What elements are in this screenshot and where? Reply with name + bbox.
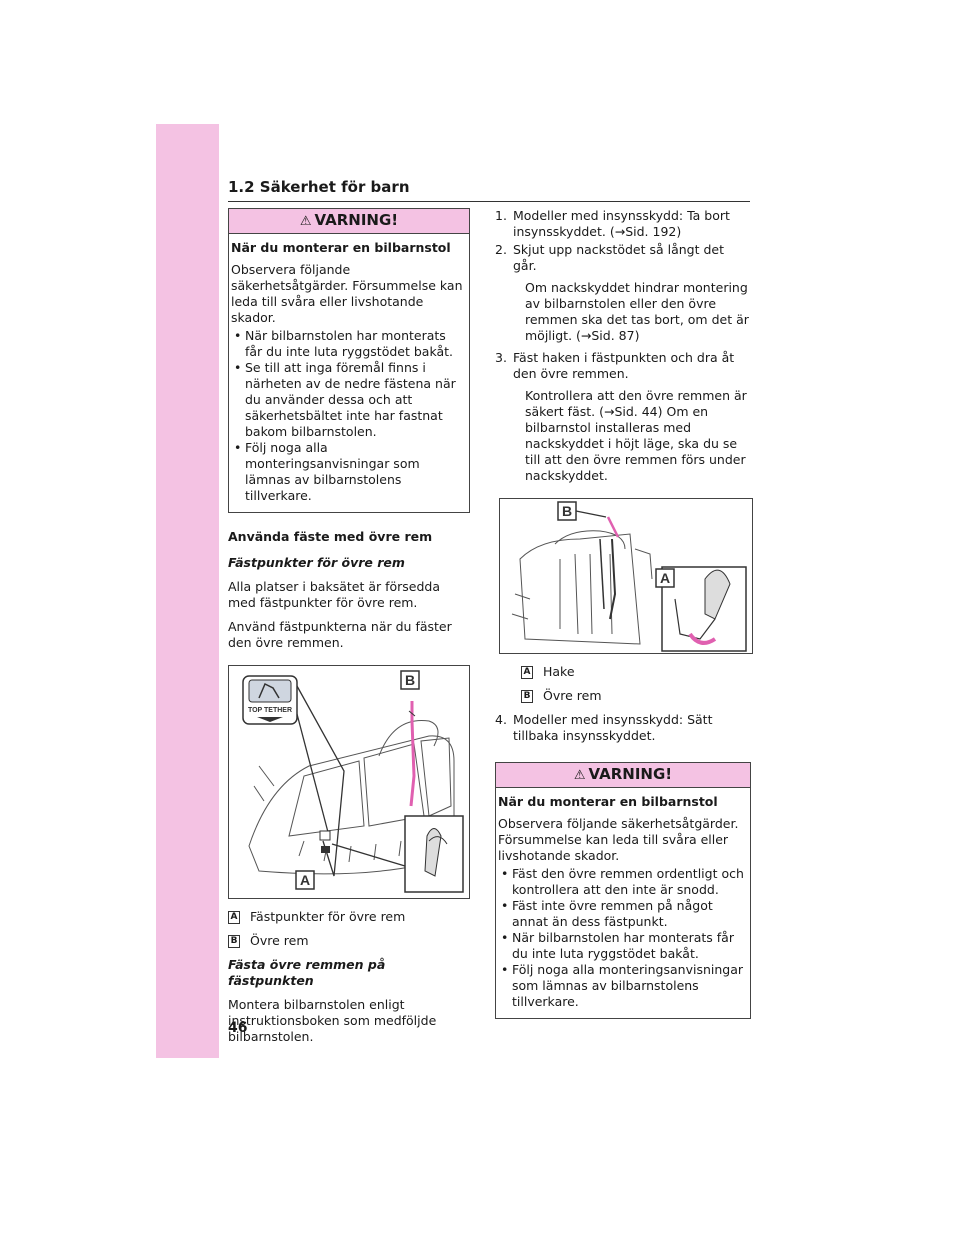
top-tether-icon-label: TOP TETHER bbox=[248, 707, 292, 714]
step-text: Skjut upp nackstödet så långt det går. bbox=[513, 242, 724, 273]
legend-key: A bbox=[521, 666, 533, 679]
warning-header: ⚠VARNING! bbox=[229, 209, 469, 234]
warning-triangle-icon: ⚠ bbox=[299, 214, 312, 229]
warning-intro: Observera följande säkerhetsåtgärder. Fö… bbox=[231, 262, 463, 325]
paragraph: Använd fästpunkterna när du fäster den ö… bbox=[228, 619, 452, 650]
warning-box-1: ⚠VARNING! När du monterar en bilbarnstol… bbox=[228, 208, 470, 513]
page-side-tab bbox=[156, 124, 219, 1058]
warning-bullet: Se till att inga föremål finns i närhete… bbox=[231, 360, 463, 440]
warning-title: VARNING! bbox=[588, 765, 673, 783]
warning-body: När du monterar en bilbarnstol Observera… bbox=[229, 234, 469, 512]
figure-label-b: B bbox=[562, 503, 572, 519]
figure-label-a: A bbox=[300, 872, 310, 888]
step-item: 2. Skjut upp nackstödet så långt det går… bbox=[495, 242, 751, 274]
warning-body: När du monterar en bilbarnstol Observera… bbox=[496, 788, 750, 1018]
figure-label-a: A bbox=[660, 570, 670, 586]
step-text: Modeller med insynsskydd: Ta bort insyns… bbox=[513, 208, 730, 239]
paragraph: Alla platser i baksätet är försedda med … bbox=[228, 579, 441, 610]
section-title: 1.2 Säkerhet för barn bbox=[228, 178, 750, 202]
page-number: 46 bbox=[228, 1020, 248, 1036]
warning-bullet: Fäst inte övre remmen på något annat än … bbox=[498, 898, 744, 930]
right-column: 1. Modeller med insynsskydd: Ta bort ins… bbox=[495, 208, 753, 1033]
step-item: 4. Modeller med insynsskydd: Sätt tillba… bbox=[495, 712, 751, 744]
warning-bullet: Fäst den övre remmen ordentligt och kont… bbox=[498, 866, 744, 898]
rear-seat-drawing: TOP TETHER B A bbox=[242, 670, 464, 893]
step-number: 3. bbox=[495, 350, 507, 365]
legend-key: A bbox=[228, 911, 240, 924]
warning-bullets: Fäst den övre remmen ordentligt och kont… bbox=[498, 866, 744, 1010]
warning-title: VARNING! bbox=[314, 211, 399, 229]
legend-item: B Övre rem bbox=[228, 933, 470, 949]
warning-subtitle: När du monterar en bilbarnstol bbox=[231, 240, 451, 255]
legend-key: B bbox=[228, 935, 240, 948]
step-item: 3. Fäst haken i fästpunkten och dra åt d… bbox=[495, 350, 751, 382]
figure-label-b: B bbox=[405, 672, 415, 688]
legend: A Hake B Övre rem bbox=[495, 664, 751, 704]
step-note: Om nackskyddet hindrar montering av bilb… bbox=[525, 280, 749, 343]
legend-item: A Hake bbox=[521, 664, 751, 680]
legend-text: Fästpunkter för övre rem bbox=[250, 909, 406, 924]
heading-top-tether: Använda fäste med övre rem bbox=[228, 529, 433, 544]
step-number: 4. bbox=[495, 712, 507, 727]
warning-bullets: När bilbarnstolen har monterats får du i… bbox=[231, 328, 463, 504]
warning-bullet: När bilbarnstolen har monterats får du i… bbox=[498, 930, 744, 962]
legend-key: B bbox=[521, 690, 533, 703]
warning-box-2: ⚠VARNING! När du monterar en bilbarnstol… bbox=[495, 762, 751, 1019]
step-item: 1. Modeller med insynsskydd: Ta bort ins… bbox=[495, 208, 751, 240]
warning-bullet: Följ noga alla monteringsanvisningar som… bbox=[231, 440, 463, 504]
left-column: ⚠VARNING! När du monterar en bilbarnstol… bbox=[228, 208, 470, 1053]
step-number: 1. bbox=[495, 208, 507, 223]
step-text: Modeller med insynsskydd: Sätt tillbaka … bbox=[513, 712, 713, 743]
legend-item: A Fästpunkter för övre rem bbox=[228, 909, 470, 925]
step-number: 2. bbox=[495, 242, 507, 257]
legend-text: Övre rem bbox=[250, 933, 309, 948]
legend-item: B Övre rem bbox=[521, 688, 751, 704]
subheading-anchor-points: Fästpunkter för övre rem bbox=[228, 555, 405, 570]
warning-bullet: När bilbarnstolen har monterats får du i… bbox=[231, 328, 463, 360]
warning-triangle-icon: ⚠ bbox=[573, 768, 586, 783]
legend-text: Hake bbox=[543, 664, 575, 679]
warning-bullet: Följ noga alla monteringsanvisningar som… bbox=[498, 962, 744, 1010]
tether-hook-illustration: B A bbox=[499, 498, 753, 654]
tether-hook-drawing: B A bbox=[511, 501, 747, 652]
paragraph: Montera bilbarnstolen enligt instruktion… bbox=[228, 997, 437, 1044]
warning-intro: Observera följande säkerhetsåtgärder. Fö… bbox=[498, 816, 739, 863]
rear-seat-illustration: TOP TETHER B A bbox=[228, 665, 470, 899]
step-note: Kontrollera att den övre remmen är säker… bbox=[525, 388, 747, 483]
warning-header: ⚠VARNING! bbox=[496, 763, 750, 788]
step-text: Fäst haken i fästpunkten och dra åt den … bbox=[513, 350, 735, 381]
warning-subtitle: När du monterar en bilbarnstol bbox=[498, 794, 718, 809]
subheading-attach: Fästa övre remmen på fästpunkten bbox=[228, 957, 386, 988]
legend-text: Övre rem bbox=[543, 688, 602, 703]
